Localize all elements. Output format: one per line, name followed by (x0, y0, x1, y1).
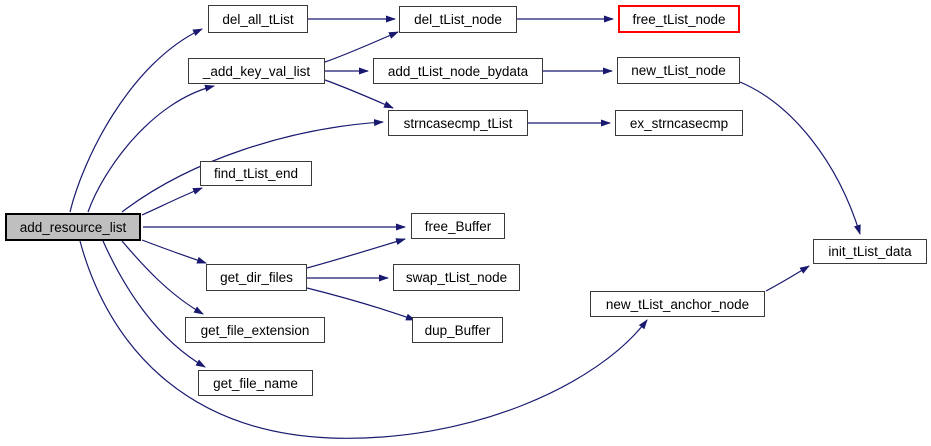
edge-_add_key_val_list-strncasecmp_tList (324, 79, 394, 109)
node-del_all_tList[interactable]: del_all_tList (208, 5, 308, 33)
node-new_tList_anchor_node[interactable]: new_tList_anchor_node (590, 291, 765, 317)
node-swap_tList_node[interactable]: swap_tList_node (393, 264, 520, 291)
edge-add_resource_list-get_file_name (102, 240, 206, 368)
node-dup_Buffer[interactable]: dup_Buffer (412, 317, 503, 343)
edge-add_resource_list-get_dir_files (141, 239, 207, 264)
node-free_Buffer[interactable]: free_Buffer (411, 213, 505, 239)
edge-add_resource_list-_add_key_val_list (87, 84, 215, 213)
node-get_dir_files[interactable]: get_dir_files (206, 264, 307, 291)
edge-add_resource_list-strncasecmp_tList (121, 119, 384, 213)
node-get_file_extension[interactable]: get_file_extension (185, 317, 325, 343)
node-get_file_name[interactable]: get_file_name (198, 370, 313, 396)
node-del_tList_node[interactable]: del_tList_node (399, 6, 517, 33)
edge-new_tList_anchor_node-init_tList_data (765, 265, 810, 292)
edge-get_dir_files-free_Buffer (306, 238, 406, 269)
edge-_add_key_val_list-del_tList_node (324, 31, 399, 63)
edge-add_resource_list-new_tList_anchor_node (79, 240, 648, 439)
node-strncasecmp_tList[interactable]: strncasecmp_tList (388, 110, 528, 136)
node-ex_strncasecmp[interactable]: ex_strncasecmp (615, 110, 743, 136)
node-new_tList_node[interactable]: new_tList_node (617, 57, 740, 84)
edge-add_resource_list-get_file_extension (121, 240, 204, 315)
node-free_tList_node[interactable]: free_tList_node (618, 5, 740, 33)
node-find_tList_end[interactable]: find_tList_end (200, 161, 312, 186)
node-add_resource_list[interactable]: add_resource_list (5, 213, 141, 241)
edge-get_dir_files-dup_Buffer (306, 287, 416, 321)
edge-new_tList_node-init_tList_data (739, 81, 861, 235)
node-init_tList_data[interactable]: init_tList_data (813, 239, 927, 264)
edge-add_resource_list-find_tList_end (141, 187, 203, 216)
edge-add_resource_list-del_all_tList (69, 28, 203, 213)
node-add_tList_node_bydata[interactable]: add_tList_node_bydata (373, 58, 543, 84)
node-_add_key_val_list[interactable]: _add_key_val_list (188, 58, 325, 84)
